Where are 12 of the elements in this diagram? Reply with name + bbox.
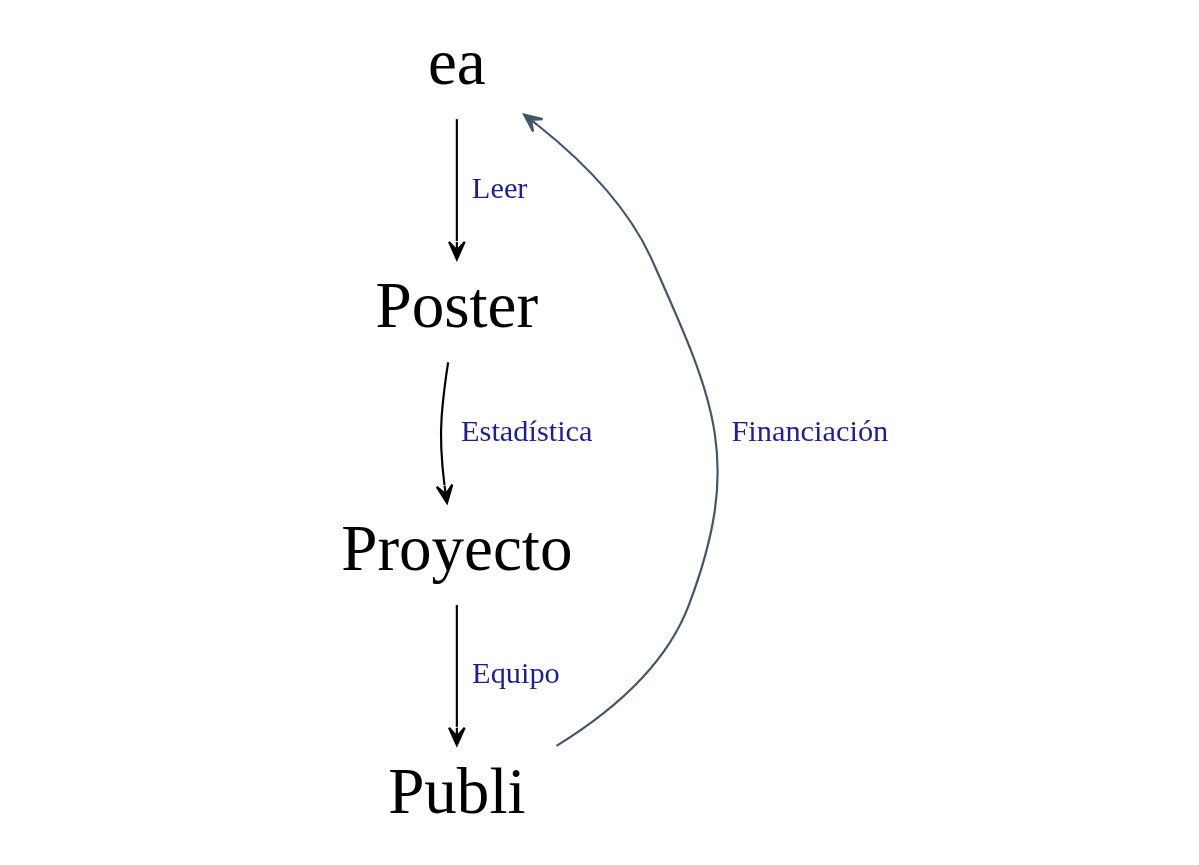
arrow [447,119,466,261]
arrow [447,605,466,747]
edge-label: Leer [471,170,527,205]
arrow [522,113,718,747]
edge-label: Estadística [460,413,593,448]
edge-label: Financiación [730,413,888,448]
arrow [435,362,453,504]
node-text: Publi [387,755,526,828]
node-text: Poster [375,269,538,342]
node-text: ea [427,26,486,99]
node-text: Proyecto [340,512,572,585]
edge-label: Equipo [471,656,560,691]
